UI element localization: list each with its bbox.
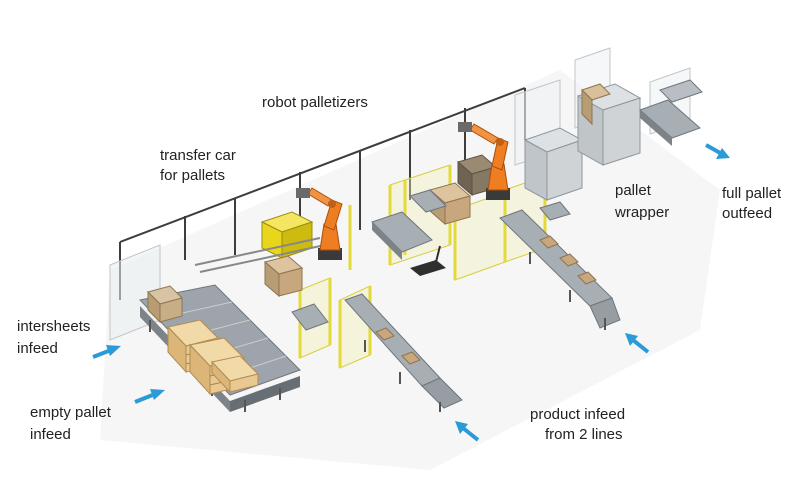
label-product-infeed-line-2: from 2 lines xyxy=(545,426,623,443)
label-pallet-wrapper-line-2: wrapper xyxy=(615,204,670,221)
empty-pallet-stacks xyxy=(167,319,259,396)
label-transfer-car-line-2: for pallets xyxy=(160,167,226,184)
robot-palletizer-2 xyxy=(458,122,510,200)
label-intersheets-infeed-line-2: infeed xyxy=(17,340,58,357)
label-pallet-wrapper-line-1: pallet xyxy=(615,182,651,199)
label-full-pallet-outfeed-line-2: outfeed xyxy=(722,205,773,222)
product-infeed-line-a xyxy=(291,293,463,412)
transfer-car xyxy=(194,211,326,273)
pallet-loads xyxy=(263,154,498,298)
arrow-icon-intersheets xyxy=(92,345,121,359)
label-robot-palletizers: robot palletizers xyxy=(262,94,368,111)
label-intersheets-infeed-line-1: intersheets xyxy=(17,318,91,335)
load-2 xyxy=(428,182,472,226)
arrow-icon-product-infeed-a xyxy=(455,421,480,442)
product-infeed-line-b xyxy=(499,201,621,330)
outfeed-conveyor xyxy=(639,79,703,146)
label-empty-pallet-infeed-line-2: infeed xyxy=(30,426,71,443)
label-product-infeed-line-1: product infeed xyxy=(530,406,626,423)
label-full-pallet-outfeed-line-1: full pallet xyxy=(722,185,782,202)
label-empty-pallet-infeed-line-1: empty pallet xyxy=(30,404,111,421)
arrow-icon-product-infeed-b xyxy=(625,333,650,354)
pallet-stack-3 xyxy=(211,355,259,394)
pallet-wrapper xyxy=(523,83,642,201)
arrow-icon-outfeed xyxy=(705,143,730,159)
cell-conveyors xyxy=(371,189,447,260)
intersheet-stack xyxy=(147,285,183,324)
pallet-jack xyxy=(410,245,446,276)
robot-palletizer-1 xyxy=(296,187,343,260)
label-transfer-car-line-1: transfer car xyxy=(160,147,236,164)
load-1 xyxy=(263,255,304,298)
arrow-icon-empty-pallet xyxy=(134,389,165,404)
